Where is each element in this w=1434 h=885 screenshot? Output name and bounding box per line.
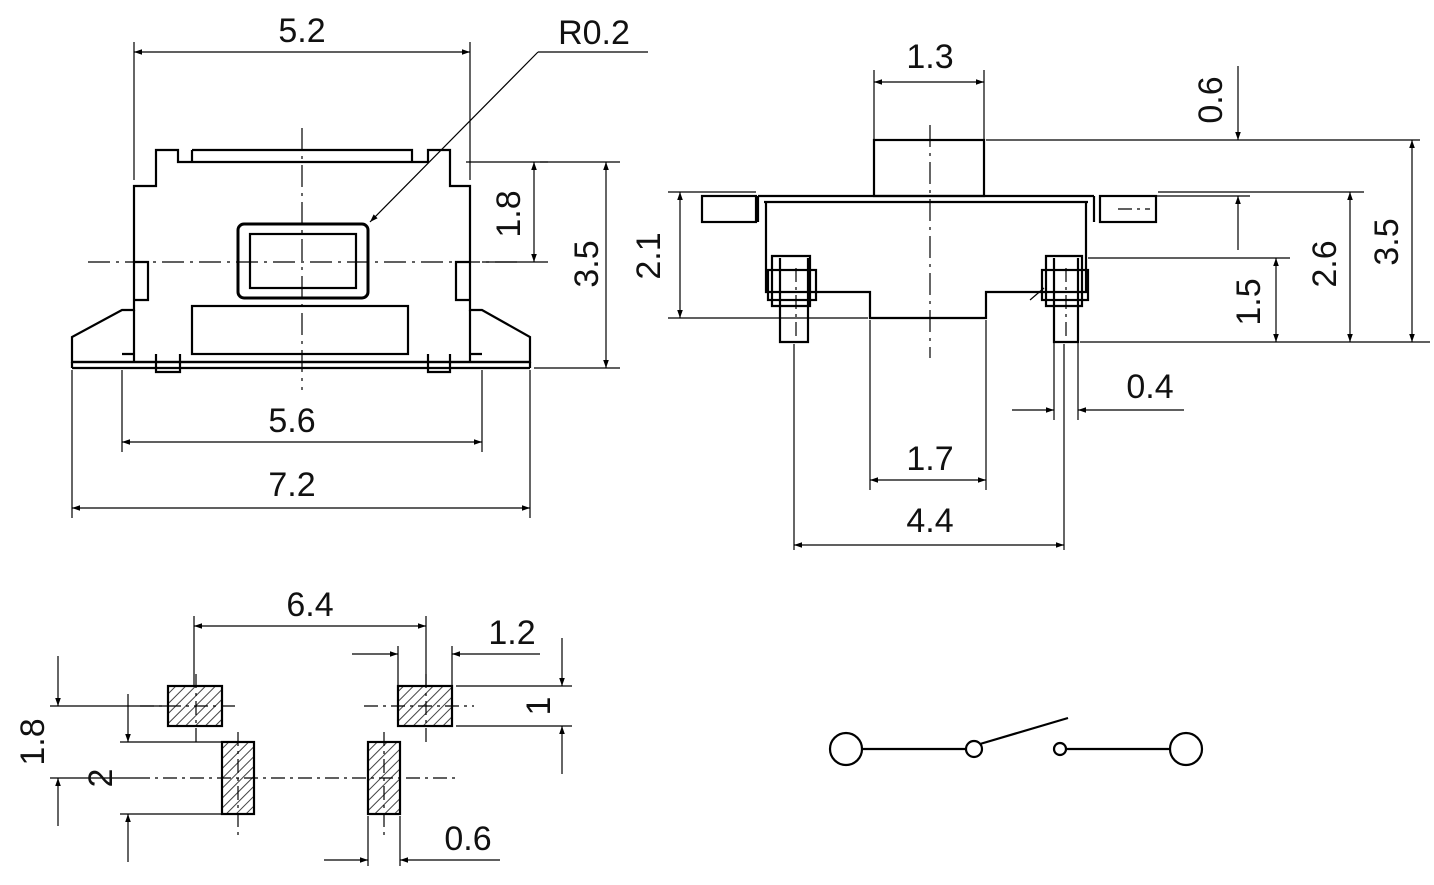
- dim-pin-width: 0.4: [1126, 368, 1173, 406]
- pcb-footprint: 6.4 1.2 1 1.8 2 0.6: [14, 586, 572, 866]
- dim-overall-width: 7.2: [268, 466, 315, 504]
- top-view: 5.2 R0.2 1.8 3.5 5.6 7.2: [70, 12, 648, 518]
- side-view-actuator: [872, 138, 986, 198]
- dim-lower-height: 1.5: [1230, 278, 1268, 325]
- switch-schematic-symbol: [828, 716, 1204, 767]
- dim-pin-span: 4.4: [906, 502, 953, 540]
- dim-body-height: 3.5: [568, 240, 606, 287]
- side-view-body: [764, 202, 1088, 320]
- dim-overall-height: 3.5: [1368, 218, 1406, 265]
- dim-width-top: 5.2: [278, 12, 325, 50]
- dim-pad-height: 1: [520, 697, 558, 716]
- dim-actuator-height: 1.8: [490, 190, 528, 237]
- dim-actuator-width: 1.3: [906, 38, 953, 76]
- dim-pad-width: 1.2: [488, 614, 535, 652]
- dim-row-spacing: 1.8: [14, 718, 52, 765]
- dim-radius: R0.2: [558, 14, 630, 52]
- dim-right-height: 2.6: [1306, 240, 1344, 287]
- top-view-body-outline: [70, 148, 532, 364]
- side-view: 1.3 0.6 2.1 1.5 2.6 3.5 0.4 1.: [630, 38, 1430, 550]
- dim-footprint-pitch: 6.4: [286, 586, 333, 624]
- top-view-actuator: [236, 222, 370, 300]
- dim-base-width: 1.7: [906, 440, 953, 478]
- dim-body-width: 5.6: [268, 402, 315, 440]
- dim-actuator-travel: 0.6: [1192, 76, 1230, 123]
- dim-small-pad-width: 0.6: [444, 820, 491, 858]
- dim-left-height: 2.1: [630, 232, 668, 279]
- dim-pad-span: 2: [82, 769, 120, 788]
